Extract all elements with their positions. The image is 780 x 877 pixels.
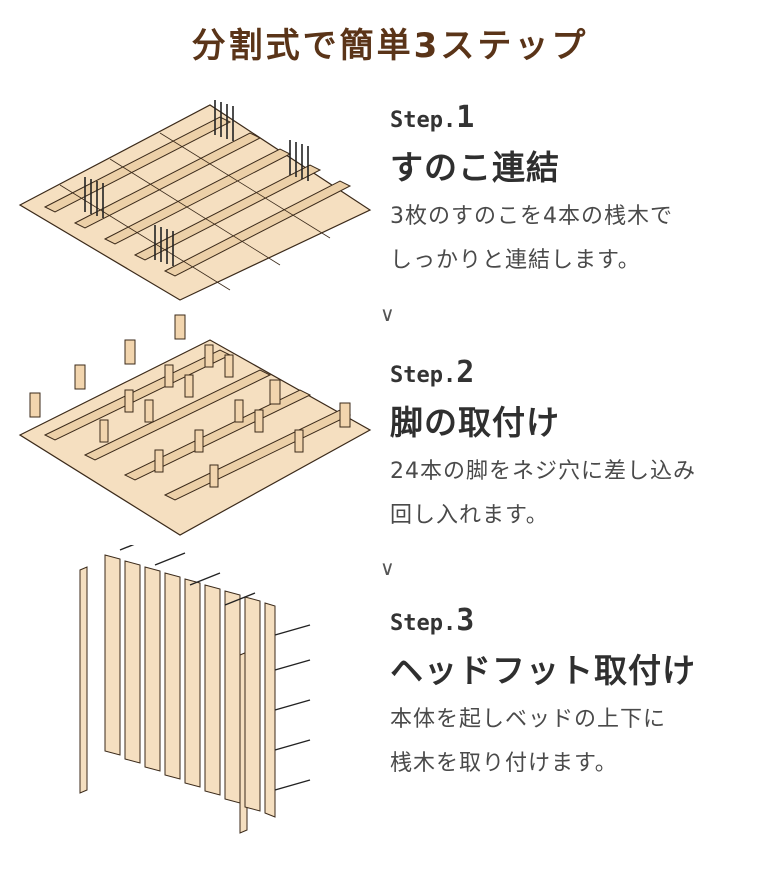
down-arrow-icon: ∨	[380, 302, 395, 326]
step-description: 24本の脚をネジ穴に差し込み 回し入れます。	[390, 459, 696, 528]
leg-attachment-illustration	[18, 314, 372, 536]
step-number: Step.1	[390, 100, 475, 135]
headboard-footboard-illustration	[79, 545, 311, 834]
slat-connection-illustration	[18, 100, 372, 301]
page-title: 分割式で簡単3ステップ	[191, 26, 589, 66]
step-description: 本体を起しベッドの上下に 桟木を取り付けます。	[390, 707, 667, 776]
step-description: 3枚のすのこを4本の桟木で しっかりと連結します。	[390, 204, 673, 273]
step-heading: ヘッドフット取付け	[390, 651, 696, 690]
step-number: Step.2	[390, 355, 475, 390]
step-heading: すのこ連結	[390, 148, 560, 187]
step-1: Step.1 すのこ連結 3枚のすのこを4本の桟木で しっかりと連結します。	[390, 100, 760, 283]
step-number: Step.3	[390, 603, 475, 638]
step-3: Step.3 ヘッドフット取付け 本体を起しベッドの上下に 桟木を取り付けます。	[390, 603, 760, 786]
step-2: Step.2 脚の取付け 24本の脚をネジ穴に差し込み 回し入れます。	[390, 355, 760, 538]
down-arrow-icon: ∨	[380, 556, 395, 580]
step-heading: 脚の取付け	[390, 403, 560, 442]
